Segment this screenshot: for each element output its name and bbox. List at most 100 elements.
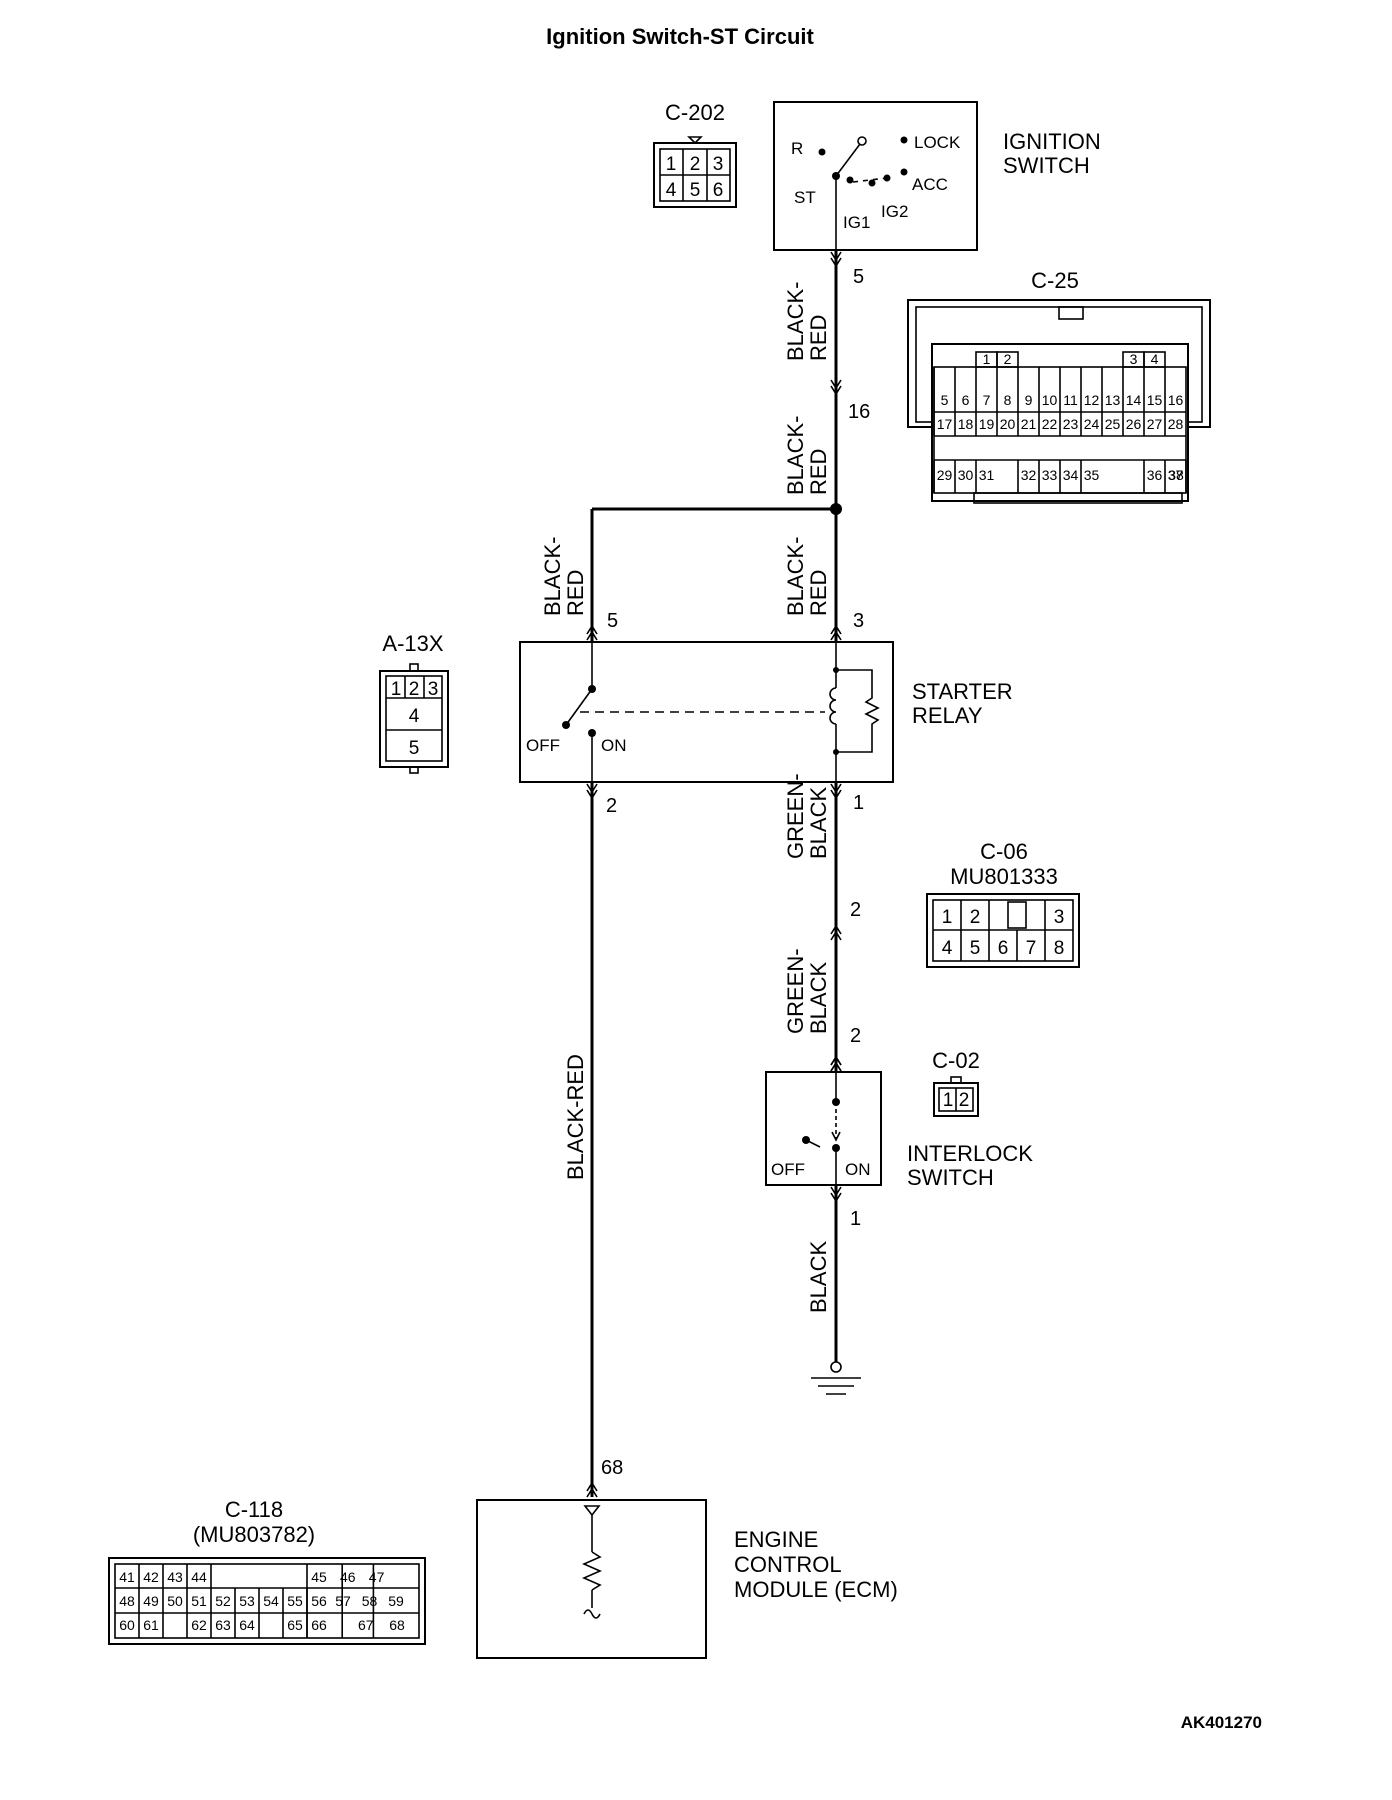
c06-pin: 7 [1026,938,1037,959]
c02-name: C-02 [932,1048,980,1073]
ecm-label-3: MODULE (ECM) [734,1577,898,1602]
connector-pin-number: 19 [979,416,995,432]
engine-control-module: 68 ENGINE CONTROL MODULE (ECM) [476,1457,898,1659]
pin-relay-2: 2 [606,795,617,817]
connector-pin-number: 12 [1084,392,1100,408]
interlock-on-label: ON [845,1160,871,1179]
connector-pin-number: 63 [215,1617,231,1633]
wire-color-4b: RED [806,570,831,616]
interlock-switch-label-1: INTERLOCK [907,1141,1033,1166]
c06-part: MU801333 [950,864,1058,889]
connector-pin-number: 32 [1021,467,1037,483]
ecm-label-1: ENGINE [734,1527,818,1552]
connector-pin-number: 67 [358,1617,374,1633]
connector-pin-number: 2 [1004,351,1012,367]
connector-pin-number: 15 [1147,392,1163,408]
pin-relay-3: 3 [853,610,864,632]
connector-pin-number: 43 [167,1569,183,1585]
connector-pin-number: 25 [1105,416,1121,432]
wire-color-5b: BLACK [806,787,831,859]
ignition-switch-label-1: IGNITION [1003,129,1101,154]
c06-pin: 8 [1054,938,1065,959]
interlock-off-label: OFF [771,1160,805,1179]
connector-c06: C-06 MU801333 1 2 3 4 5 6 7 8 [926,839,1080,968]
pin-interlock-1: 1 [850,1208,861,1230]
connector-pin-number: 54 [263,1593,279,1609]
ign-pos-acc: ACC [912,175,948,194]
connector-pin-number: 41 [119,1569,135,1585]
ign-pos-st: ST [794,188,816,207]
connector-pin-number: 8 [1004,392,1012,408]
c202-pin: 2 [690,154,701,175]
connector-pin-number: 13 [1105,392,1121,408]
wire-color-2a: BLACK- [783,416,808,495]
connector-pin-number: 64 [239,1617,255,1633]
wire-color-6b: BLACK [806,962,831,1034]
connector-pin-number: 5 [941,392,949,408]
connector-pin-number: 29 [937,467,953,483]
connector-pin-number: 66 [311,1617,327,1633]
c118-name: C-118 [225,1497,283,1522]
starter-relay-label-2: RELAY [912,703,983,728]
connector-pin-number: 51 [191,1593,207,1609]
relay-on-label: ON [601,736,627,755]
connector-pin-number: 11 [1063,392,1078,408]
wire-color-1b: RED [806,315,831,361]
connector-pin-number: 18 [958,416,974,432]
c202-name: C-202 [665,100,725,125]
pin-c06-lower: 2 [850,1025,861,1047]
pin-c06-upper: 2 [850,899,861,921]
connector-pin-number: 62 [191,1617,207,1633]
ground-symbol [811,1361,861,1395]
wire-color-6a: GREEN- [783,948,808,1034]
relay-off-label: OFF [526,736,560,755]
diagram-code: AK401270 [1181,1713,1262,1732]
connector-pin-number: 38 [1168,467,1184,483]
connector-pin-number: 20 [1000,416,1016,432]
c202-pin: 3 [713,154,724,175]
connector-pin-number: 22 [1042,416,1058,432]
connector-pin-number: 44 [191,1569,207,1585]
connector-pin-number: 33 [1042,467,1058,483]
a13x-pin: 1 [391,679,402,700]
connector-c202: C-202 1 2 3 4 5 6 [653,100,737,208]
connector-pin-number: 49 [143,1593,159,1609]
a13x-pin: 3 [428,679,439,700]
diagram-title: Ignition Switch-ST Circuit [546,24,814,49]
connector-pin-number: 42 [143,1569,159,1585]
c202-pin: 1 [666,154,677,175]
wire-color-8: BLACK-RED [563,1054,588,1180]
connector-pin-number: 21 [1021,416,1037,432]
wire-color-5a: GREEN- [783,773,808,859]
connector-pin-number: 57 [335,1593,351,1609]
connector-pin-number: 53 [239,1593,255,1609]
connector-pin-number: 14 [1126,392,1142,408]
connector-pin-number: 45 [311,1569,327,1585]
c06-name: C-06 [980,839,1028,864]
ign-pos-lock: LOCK [914,133,961,152]
ecm-label-2: CONTROL [734,1552,842,1577]
pin-c25-16: 16 [848,401,870,423]
connector-pin-number: 28 [1168,416,1184,432]
c06-pin: 1 [942,907,953,928]
connector-pin-number: 56 [311,1593,327,1609]
pin-ecm-68: 68 [601,1457,623,1479]
c06-pin: 4 [942,938,953,959]
pin-relay-1: 1 [853,792,864,814]
connector-pin-number: 37 [1168,467,1184,483]
pin-relay-5: 5 [607,610,618,632]
wire-color-1a: BLACK- [783,282,808,361]
wire-color-4a: BLACK- [783,537,808,616]
connector-pin-number: 52 [215,1593,231,1609]
a13x-pin: 5 [409,738,420,759]
wire-color-7: BLACK [806,1241,831,1313]
c202-pin: 5 [690,180,701,201]
connector-pin-number: 23 [1063,416,1079,432]
c25-name: C-25 [1031,268,1079,293]
ign-pos-ig1: IG1 [843,213,870,232]
connector-pin-number: 16 [1168,392,1184,408]
wire-color-3b: RED [563,570,588,616]
wire-color-3a: BLACK- [540,537,565,616]
